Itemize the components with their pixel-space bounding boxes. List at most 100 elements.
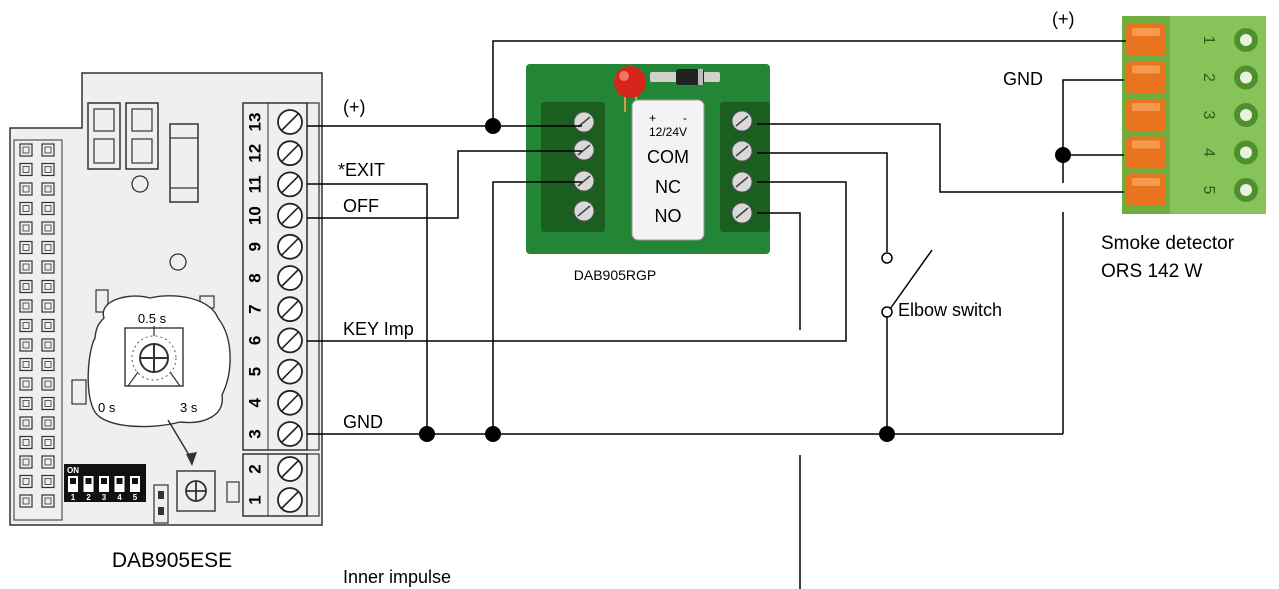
header-pin [41,162,55,177]
dip-number: 1 [71,493,76,502]
terminal-4[interactable]: 4 [245,389,303,416]
header-pin [41,474,55,489]
terminal-12[interactable]: 12 [245,140,303,167]
header-pin [41,357,55,372]
detector-terminal-number: 2 [1200,73,1217,82]
chip-1 [95,289,109,313]
terminal-13[interactable]: 13 [245,109,303,135]
relay-screw-right-3[interactable] [731,171,753,193]
dip-key-4[interactable]: 4 [114,476,125,502]
wire-no-down [757,212,801,330]
dip-key-3[interactable]: 3 [99,476,109,502]
terminal-3[interactable]: 3 [245,421,303,447]
relay-right-strip [720,102,770,232]
header-pin [19,494,33,508]
header-pin [19,318,33,333]
dip-number: 2 [86,493,91,502]
junction-dots [419,118,1071,442]
wire-nc-left-gnd [492,181,582,434]
timer-potentiometer[interactable] [176,470,216,512]
relay-screw-left-1[interactable] [573,111,595,133]
diode [650,69,720,85]
mount-hole-top [131,175,149,193]
detector-terminal-4[interactable]: 4 [1126,136,1258,169]
header-pin [19,279,33,294]
relay-screw-right-4[interactable] [731,202,753,224]
header-pin [19,377,33,391]
controller-label: DAB905ESE [112,549,232,572]
detector-terminal-1[interactable]: 1 [1126,24,1258,56]
header-pin [41,299,55,313]
terminal-10[interactable]: 10 [245,202,303,229]
dip-key-1[interactable]: 1 [68,476,78,502]
header-pin [41,416,55,430]
header-pin [41,396,55,411]
timer-zoom-bubble: 0.5 s 0 s 3 s [87,295,231,428]
terminal-7[interactable]: 7 [245,296,303,323]
header-pin [19,416,33,430]
terminal-number: 6 [245,336,264,345]
header-pin [19,201,33,216]
header-pin [19,143,33,157]
junction-gnd-exit [419,426,435,442]
header-pin [19,162,33,177]
detector-terminal-3[interactable]: 3 [1126,99,1258,131]
timer-min-label: 0 s [98,400,116,415]
header-pin [19,474,33,489]
capacitor [169,123,199,203]
header-pin [41,435,55,450]
jumper[interactable] [153,484,169,524]
terminal-8[interactable]: 8 [245,265,303,291]
header-pin [41,240,55,255]
detector-terminal-5[interactable]: 5 [1126,174,1258,206]
dip-on-label: ON [67,466,79,475]
terminal-6[interactable]: 6 [245,327,303,354]
timer-mid-label: 0.5 s [138,311,167,326]
header-pin [41,182,55,196]
top-component-right [125,102,159,170]
relay-screw-left-2[interactable] [573,139,595,161]
terminal-block-power [242,453,320,517]
header-pin [19,182,33,196]
header-pin [19,435,33,450]
relay-module: + - 12/24V COM NC NO [526,64,770,254]
terminal-2[interactable]: 2 [245,456,303,482]
dip-key-5[interactable]: 5 [130,476,140,502]
terminal-number: 13 [245,113,264,132]
terminal-9[interactable]: 9 [245,233,303,260]
relay-screw-right-2[interactable] [731,140,753,162]
wire-relay-plus-detector5 [757,123,1124,193]
elbow-switch[interactable] [881,249,933,318]
header-pin [41,260,55,274]
header-pin [41,143,55,157]
wire-off-com [307,150,582,219]
detector-terminal-number: 3 [1200,111,1217,120]
terminal-number: 8 [245,273,264,282]
dip-number: 4 [117,493,122,502]
header-pin [19,299,33,313]
dip-key-2[interactable]: 2 [83,476,94,502]
relay-no-label: NO [655,206,682,226]
terminal-block-main [242,102,320,451]
terminal-number: 12 [245,144,264,163]
relay-screw-right-1[interactable] [731,110,753,132]
header-pin [19,357,33,372]
terminal-5[interactable]: 5 [245,358,303,385]
zoom-arrow [167,419,197,466]
terminal-number: 9 [245,242,264,251]
terminal-1[interactable]: 1 [245,487,303,513]
label-gnd-bottom: GND [343,412,383,432]
detector-label-line1: Smoke detector [1101,233,1235,254]
junction-gnd-nc [485,426,501,442]
relay-polarity-label: + - [649,111,687,125]
header-pin [41,318,55,333]
terminal-11[interactable]: 11 [245,171,303,198]
relay-screw-left-3[interactable] [573,170,595,192]
chip-3 [71,379,87,405]
detector-terminal-2[interactable]: 2 [1126,61,1258,94]
relay-screw-left-4[interactable] [573,200,595,222]
wire-plus-detector [492,40,1126,126]
junction-detector-gnd [1055,147,1071,163]
terminal-number: 11 [245,175,264,193]
